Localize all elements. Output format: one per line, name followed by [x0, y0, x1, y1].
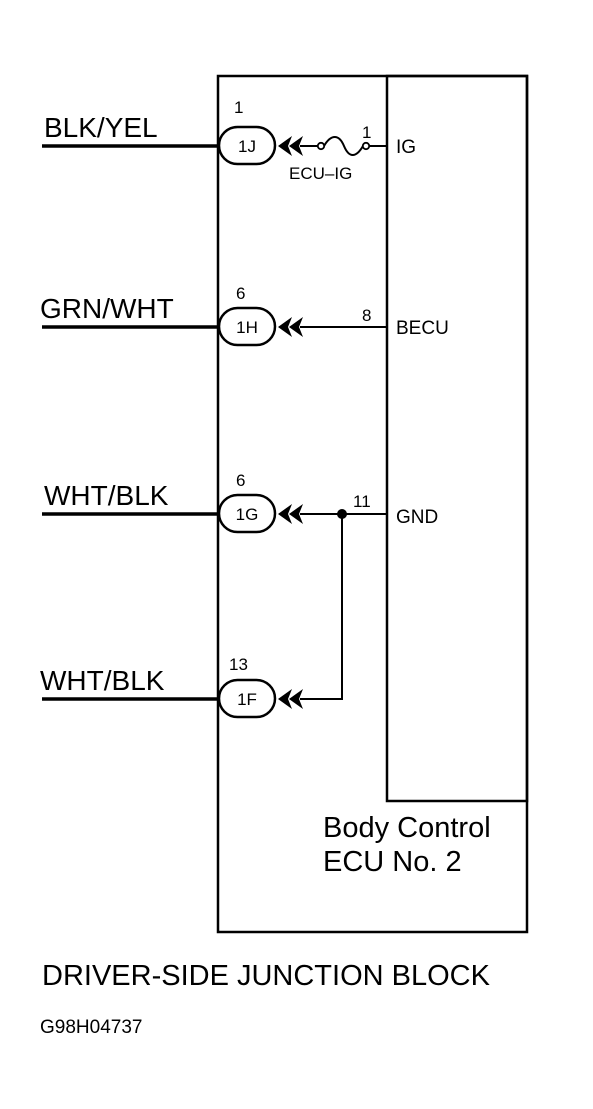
fuse-terminal — [361, 141, 371, 151]
ecu-terminal-label: BECU — [396, 318, 449, 339]
connector-id: 1H — [236, 318, 258, 337]
circuit-row-1J: BLK/YEL 1 1J ECU–IG 1 IG — [42, 98, 416, 183]
wire-color-label: BLK/YEL — [44, 112, 158, 143]
junction-pin-number: 6 — [236, 471, 245, 490]
junction-pin-number: 13 — [229, 655, 248, 674]
connector-oval — [217, 493, 277, 534]
fuse-label: ECU–IG — [289, 164, 352, 183]
fuse-icon — [323, 136, 364, 156]
ecu-box — [385, 74, 529, 803]
junction-pin-number: 6 — [236, 284, 245, 303]
connector-id: 1G — [236, 505, 259, 524]
ecu-terminal-label: IG — [396, 137, 416, 158]
junction-block-title: DRIVER-SIDE JUNCTION BLOCK — [42, 960, 491, 992]
connector-oval — [217, 306, 277, 347]
junction-pin-number: 1 — [234, 98, 243, 117]
ecu-name-line-1: Body Control — [323, 812, 491, 844]
circuit-row-1F: WHT/BLK 13 1F — [40, 655, 303, 719]
connector-oval — [217, 678, 277, 719]
ground-splice-wire — [300, 514, 343, 700]
connector-arrow — [289, 504, 303, 524]
connector-arrow — [278, 689, 292, 709]
connector-id: 1J — [238, 137, 256, 156]
ecu-pin-number: 1 — [362, 123, 371, 142]
wire-color-label: WHT/BLK — [40, 665, 165, 696]
connector-arrow — [289, 689, 303, 709]
wire-color-label: GRN/WHT — [40, 293, 174, 324]
circuit-row-1H: GRN/WHT 6 1H 8 BECU — [40, 284, 449, 347]
connector-oval — [217, 125, 277, 166]
connector-arrow — [278, 504, 292, 524]
connector-arrow — [278, 136, 292, 156]
ecu-pin-number: 8 — [362, 306, 371, 325]
connector-arrow — [289, 136, 303, 156]
ecu-name-line-2: ECU No. 2 — [323, 846, 462, 878]
ecu-pin-number: 11 — [353, 492, 371, 511]
connector-arrow — [278, 317, 292, 337]
wire-color-label: WHT/BLK — [44, 480, 169, 511]
fuse-terminal — [316, 141, 326, 151]
connector-id: 1F — [237, 690, 257, 709]
circuit-row-1G: WHT/BLK 6 1G 11 GND — [42, 471, 438, 534]
figure-code: G98H04737 — [40, 1017, 142, 1038]
connector-arrow — [289, 317, 303, 337]
ecu-terminal-label: GND — [396, 507, 438, 528]
